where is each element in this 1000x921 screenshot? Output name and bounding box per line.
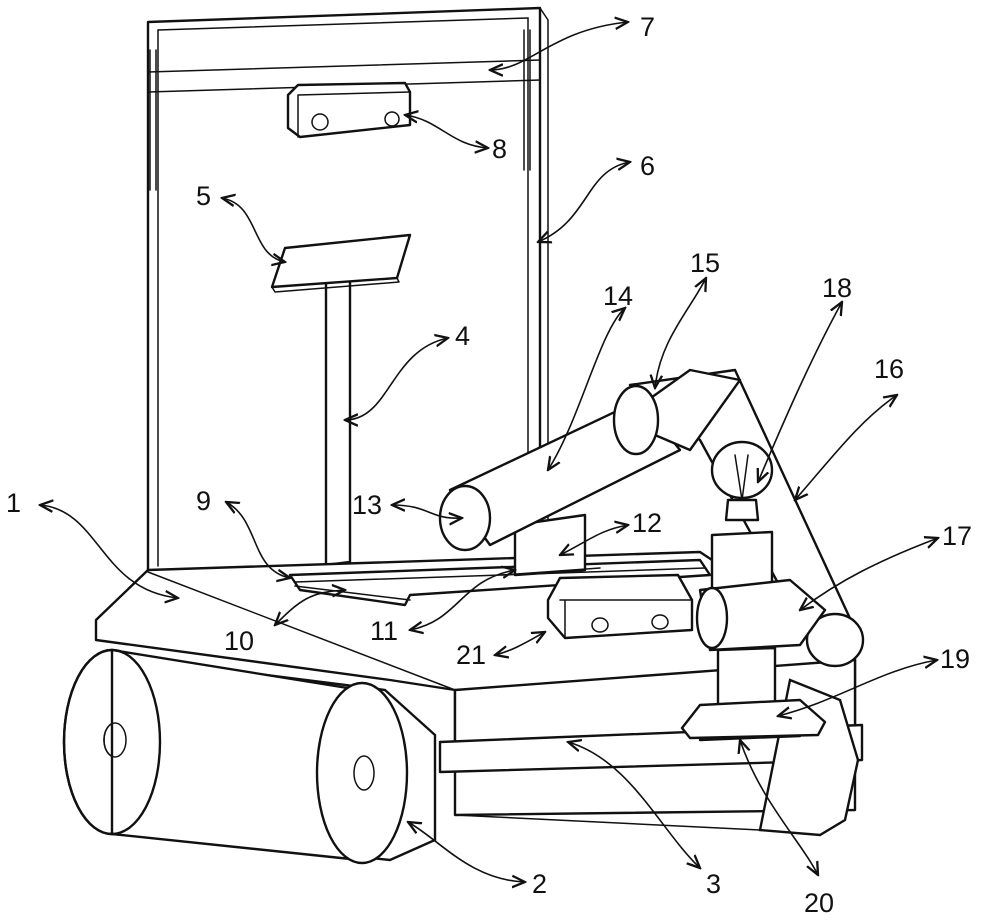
label-5: 5 bbox=[196, 181, 211, 211]
label-17: 17 bbox=[942, 521, 972, 551]
label-4: 4 bbox=[455, 321, 470, 351]
label-14: 14 bbox=[603, 281, 633, 311]
label-21: 21 bbox=[456, 640, 486, 670]
label-13: 13 bbox=[352, 490, 382, 520]
leader-lines bbox=[40, 22, 938, 882]
display-stand bbox=[270, 233, 412, 567]
label-9: 9 bbox=[196, 486, 211, 516]
label-10: 10 bbox=[224, 626, 254, 656]
label-15: 15 bbox=[690, 248, 720, 278]
label-18: 18 bbox=[822, 273, 852, 303]
label-7: 7 bbox=[640, 12, 655, 42]
label-6: 6 bbox=[640, 151, 655, 181]
label-3: 3 bbox=[706, 869, 721, 899]
label-12: 12 bbox=[632, 508, 662, 538]
label-19: 19 bbox=[940, 644, 970, 674]
label-16: 16 bbox=[874, 354, 904, 384]
left-track bbox=[62, 648, 437, 865]
label-2: 2 bbox=[532, 869, 547, 899]
label-20: 20 bbox=[804, 888, 834, 918]
label-11: 11 bbox=[370, 616, 398, 646]
part-labels: 7 8 6 5 15 18 14 4 16 1 9 13 12 17 10 11… bbox=[6, 12, 972, 918]
front-camera bbox=[546, 573, 694, 640]
label-1: 1 bbox=[6, 488, 21, 518]
label-8: 8 bbox=[492, 134, 507, 164]
top-camera bbox=[286, 81, 412, 139]
